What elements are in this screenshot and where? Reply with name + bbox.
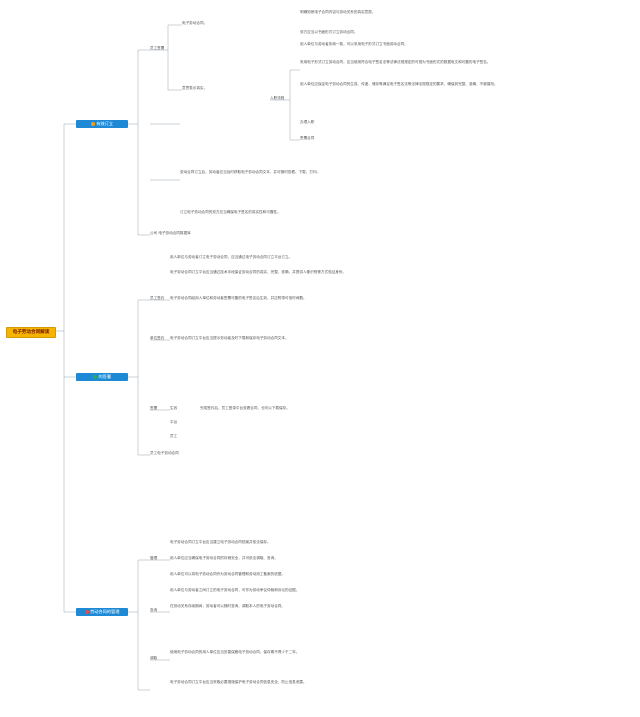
b1-node-8: 用人单位应保证电子劳动合同的生成、传递、储存等满足电子签名法等法律法规规定的要求… (300, 82, 498, 86)
b1-node-2: 电子劳动合同， (182, 21, 208, 25)
b2-node-2: 电子劳动合同订立平台应当通过技术手段保证劳动合同的真实、完整、准确，并提供人像识… (170, 270, 347, 274)
b2-node-9: 平台 (170, 420, 178, 424)
b1-node-4: 明确知悉电子合同内容与劳动关系的真实意愿。 (300, 10, 376, 14)
b3-node-6: 管理 (150, 556, 158, 560)
b2-node-4: 单位签约 (150, 336, 165, 340)
b2-node-7: 签署 (150, 406, 158, 410)
b2-node-3: 员工签约 (150, 296, 165, 300)
b1-node-7: 采用电子形式订立劳动合同，应当使用符合电子签名法等法律法规规定的可视为书面形式的… (300, 60, 491, 64)
branch-node-2: 的签署 (76, 373, 128, 381)
b1-node-5: 双方应当以书面形式订立劳动合同。 (300, 30, 358, 34)
branch-node-3: 劳动合同的管理 (76, 608, 128, 616)
branch-node-1: 有效订立 (76, 120, 128, 128)
b3-node-3: 用人单位可以将电子劳动合同作为劳动合同管理和劳动用工备案的依据。 (170, 572, 285, 576)
b1-node-13: 订立电子劳动合同的双方应当确保电子签名的真实性和可靠性。 (180, 210, 281, 214)
b2-node-12: 员工电子劳动合同 (150, 451, 179, 455)
b1-node-11: 签署合同 (300, 136, 315, 140)
b1-node-10: 办理入职 (300, 120, 315, 124)
b2-node-5: 电子劳动合同经用人单位和劳动者签署可靠的电子签名后生效，并应附带可信时间戳。 (170, 296, 307, 300)
b3-node-1: 电子劳动合同订立平台应当建立电子劳动合同档案并依法保存。 (170, 540, 271, 544)
b1-node-9: 入职流程 (270, 96, 285, 100)
b1-node-1: 员工签署 (150, 46, 165, 50)
b2-node-10: 员工 (170, 434, 178, 438)
branch-2-label: 的签署 (98, 374, 112, 379)
b3-node-4: 用人单位与劳动者之间订立的电子劳动合同，可作为劳动争议仲裁和诉讼的证据。 (170, 588, 300, 592)
b1-node-6: 用人单位与劳动者协商一致，可以采用电子形式订立书面劳动合同。 (300, 42, 408, 46)
root-node: 电子劳动合同解读 (6, 327, 56, 338)
branch-1-label: 有效订立 (96, 121, 114, 126)
branch-3-label: 劳动合同的管理 (90, 609, 120, 614)
shield-icon (84, 609, 89, 614)
b1-node-14: 公司 电子劳动合同数据库 (150, 231, 191, 235)
b3-node-2: 用人单位应当确保电子劳动合同的存储安全，并可依法调取、查询。 (170, 556, 278, 560)
document-icon (90, 121, 95, 126)
b2-node-11: 完成签约后，员工登录平台查看合同，也可以下载保存。 (200, 406, 290, 410)
b1-node-3: 意思表示真实， (182, 86, 208, 90)
b3-node-10: 电子劳动合同订立平台应当采取必要措施保护电子劳动合同信息安全，防止信息泄露。 (170, 680, 307, 684)
b2-node-6: 电子劳动合同订立平台应当提示劳动者及时下载和保存电子劳动合同文本。 (170, 336, 289, 340)
b3-node-5: 在劳动关系存续期间，劳动者可以随时查询、调取本人的电子劳动合同。 (170, 604, 285, 608)
b3-node-8: 调取 (150, 656, 158, 660)
b1-node-12: 劳动合同订立后，劳动者应当及时获取电子劳动合同文本，并可随时查看、下载、打印。 (180, 170, 321, 174)
b2-node-8: 生效 (170, 406, 178, 410)
b3-node-9: 使用电子劳动合同的用人单位应当妥善保管电子劳动合同，保存期不得少于二年。 (170, 650, 300, 654)
gear-icon (92, 374, 97, 379)
b3-node-7: 查询 (150, 608, 158, 612)
b2-node-1: 用人单位与劳动者订立电子劳动合同，应当通过电子劳动合同订立平台订立。 (170, 255, 293, 259)
